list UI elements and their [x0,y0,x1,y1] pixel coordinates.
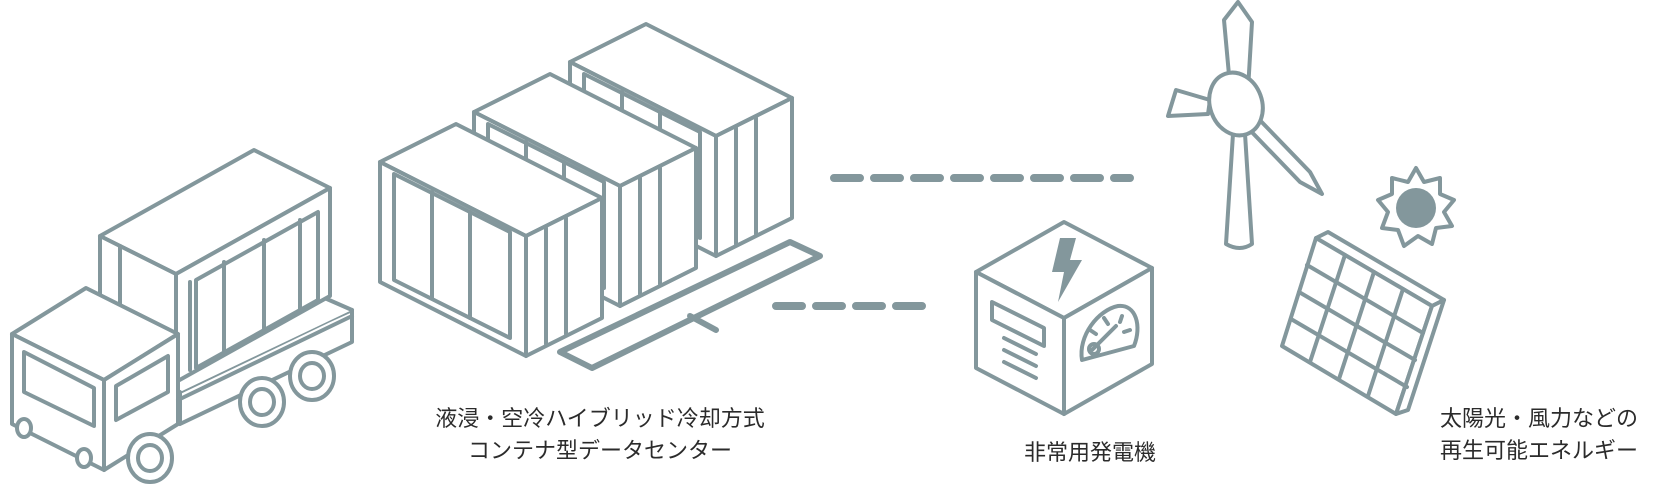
renewable-caption: 太陽光・風力などの 再生可能エネルギー [1440,404,1668,468]
datacenter-caption-line1: 液浸・空冷ハイブリッド冷却方式 [435,407,765,432]
truck-icon [10,148,354,484]
renewable-caption-line2: 再生可能エネルギー [1440,439,1639,464]
datacenter-caption: 液浸・空冷ハイブリッド冷却方式 コンテナ型データセンター [420,404,780,468]
container-datacenter-icon [378,22,823,371]
wind-turbine-icon [1166,0,1324,250]
renewable-caption-line1: 太陽光・風力などの [1440,407,1639,432]
datacenter-caption-line2: コンテナ型データセンター [467,439,732,464]
lightning-icon [1052,238,1082,302]
solar-panel-icon [1280,230,1446,416]
generator-caption-line1: 非常用発電機 [1023,441,1156,466]
generator-caption: 非常用発電機 [1000,438,1180,470]
gauge-icon [1079,303,1140,362]
sun-icon [1376,166,1456,248]
